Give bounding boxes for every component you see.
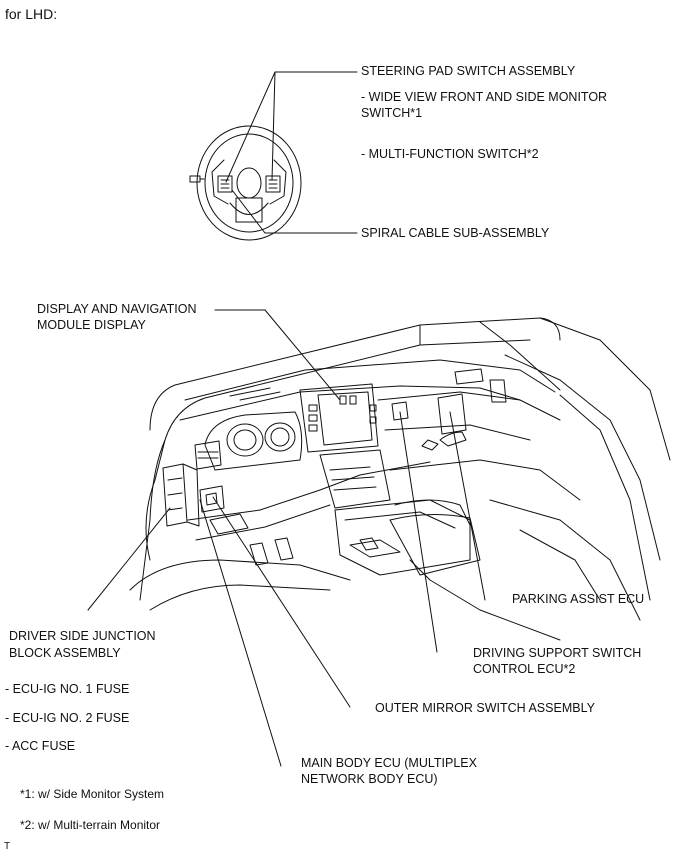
label-main-body-line1: MAIN BODY ECU (MULTIPLEX (301, 756, 477, 770)
label-outer-mirror-switch: OUTER MIRROR SWITCH ASSEMBLY (375, 701, 595, 715)
heading: for LHD: (5, 6, 58, 22)
label-multi-function-switch: - MULTI-FUNCTION SWITCH*2 (361, 147, 539, 161)
footnote-1: *1: w/ Side Monitor System (20, 787, 165, 801)
label-display-nav-line2: MODULE DISPLAY (37, 318, 146, 332)
label-junction-block-line1: DRIVER SIDE JUNCTION (9, 629, 156, 643)
label-main-body-line2: NETWORK BODY ECU) (301, 772, 438, 786)
label-steering-pad-switch: STEERING PAD SWITCH ASSEMBLY (361, 64, 576, 78)
label-wide-view-line1: - WIDE VIEW FRONT AND SIDE MONITOR (361, 90, 608, 104)
label-wide-view-line2: SWITCH*1 (361, 106, 423, 120)
label-driving-support-line1: DRIVING SUPPORT SWITCH (473, 646, 642, 660)
label-driving-support-line2: CONTROL ECU*2 (473, 662, 576, 676)
fuse-ecu-ig-no1: - ECU-IG NO. 1 FUSE (5, 682, 130, 696)
label-parking-assist-ecu: PARKING ASSIST ECU (512, 592, 645, 606)
footnote-2: *2: w/ Multi-terrain Monitor (20, 818, 161, 832)
steering-wheel-drawing (189, 125, 302, 241)
corner-mark: T (4, 841, 11, 852)
interior-leader-lines (87, 309, 486, 767)
dashboard-drawing (129, 317, 671, 641)
label-display-nav-line1: DISPLAY AND NAVIGATION (37, 302, 197, 316)
label-junction-block-line2: BLOCK ASSEMBLY (9, 646, 121, 660)
fuse-ecu-ig-no2: - ECU-IG NO. 2 FUSE (5, 711, 130, 725)
fuse-acc: - ACC FUSE (5, 739, 76, 753)
label-spiral-cable: SPIRAL CABLE SUB-ASSEMBLY (361, 226, 550, 240)
steering-leader-lines (225, 71, 358, 234)
